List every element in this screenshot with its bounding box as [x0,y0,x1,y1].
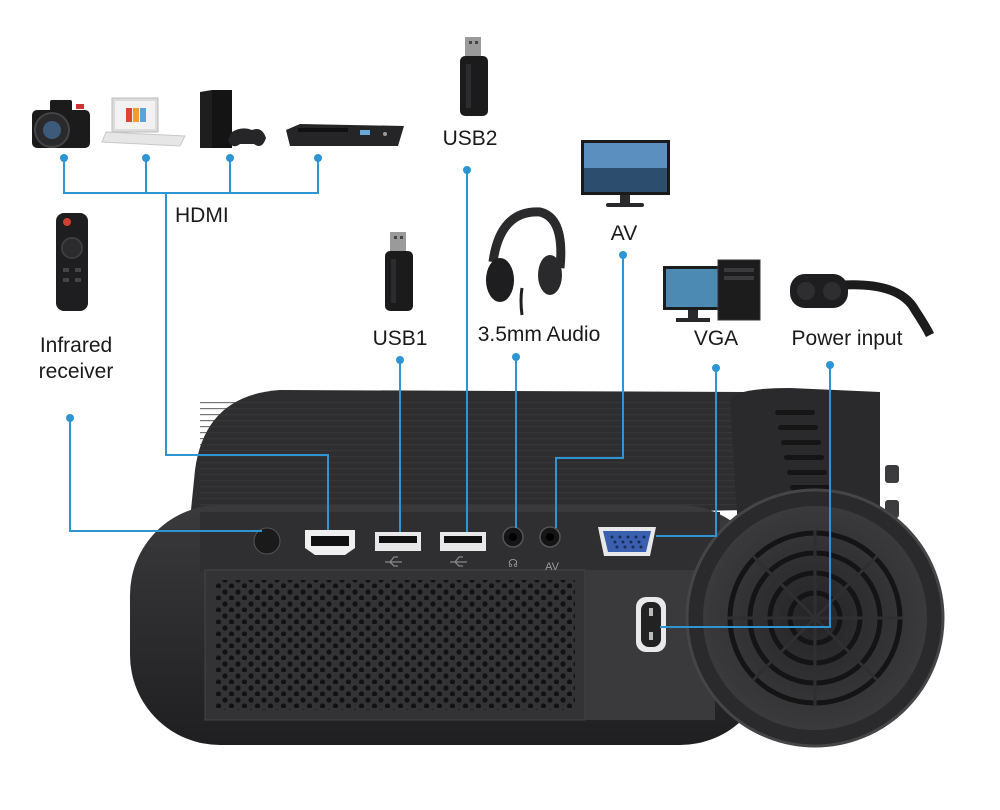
power-cable-icon [790,274,935,338]
audio-jack[interactable] [502,526,524,548]
av-label: AV [611,222,637,245]
hdmi-label: HDMI [175,204,229,227]
hdmi-wire [63,158,319,194]
ir-receiver-window [253,527,281,555]
infrared-label-line1: Infrared [40,334,112,357]
headphone-mark-icon: ☊ [508,558,518,570]
hdmi-port[interactable] [305,530,355,555]
hdmi-laptop-dot [142,154,150,162]
vga-wire [656,368,717,537]
game-console-icon [200,90,266,148]
av-wire [555,255,624,528]
hdmi-console-dot [226,154,234,162]
vga-label: VGA [694,327,738,350]
usb-drive-icon [460,37,488,116]
usb1-label: USB1 [373,327,428,350]
av-port-mark: AV [545,561,560,573]
vga-port[interactable] [598,527,656,556]
headphones-icon [486,207,566,316]
monitor-icon [581,140,670,207]
usb2-port[interactable] [440,532,486,551]
projector [130,388,945,748]
usb1-port[interactable] [375,532,421,551]
desktop-pc-icon [663,259,761,322]
usb1-symbol-icon [385,556,402,567]
audio-dot [512,353,520,361]
usb-drive-icon [385,232,413,311]
usb1-dot [396,356,404,364]
remote-control-icon [56,213,88,311]
connection-dots [60,154,834,422]
connection-wires [63,158,831,628]
power-socket[interactable] [636,597,666,652]
camera-icon [32,100,90,148]
hdmi-player-dot [314,154,322,162]
laptop-icon [101,97,186,147]
cylinder-vents [775,410,830,490]
av-dot [619,251,627,259]
vga-dot [712,364,720,372]
power-dot [826,361,834,369]
dvd-player-icon [286,124,404,146]
ir-wire [69,418,262,532]
infrared-label-line2: receiver [39,360,114,383]
usb2-symbol-icon [450,556,467,567]
av-jack[interactable] [539,526,561,548]
focus-knob [885,465,899,483]
power-input-label: Power input [792,327,903,350]
audio-label: 3.5mm Audio [478,323,601,346]
usb2-label: USB2 [443,127,498,150]
ports: ☊ AV [253,526,666,652]
power-wire [660,365,831,628]
usb2-dot [463,166,471,174]
ir-dot [66,414,74,422]
hdmi-wire [165,193,329,530]
hdmi-camera-dot [60,154,68,162]
